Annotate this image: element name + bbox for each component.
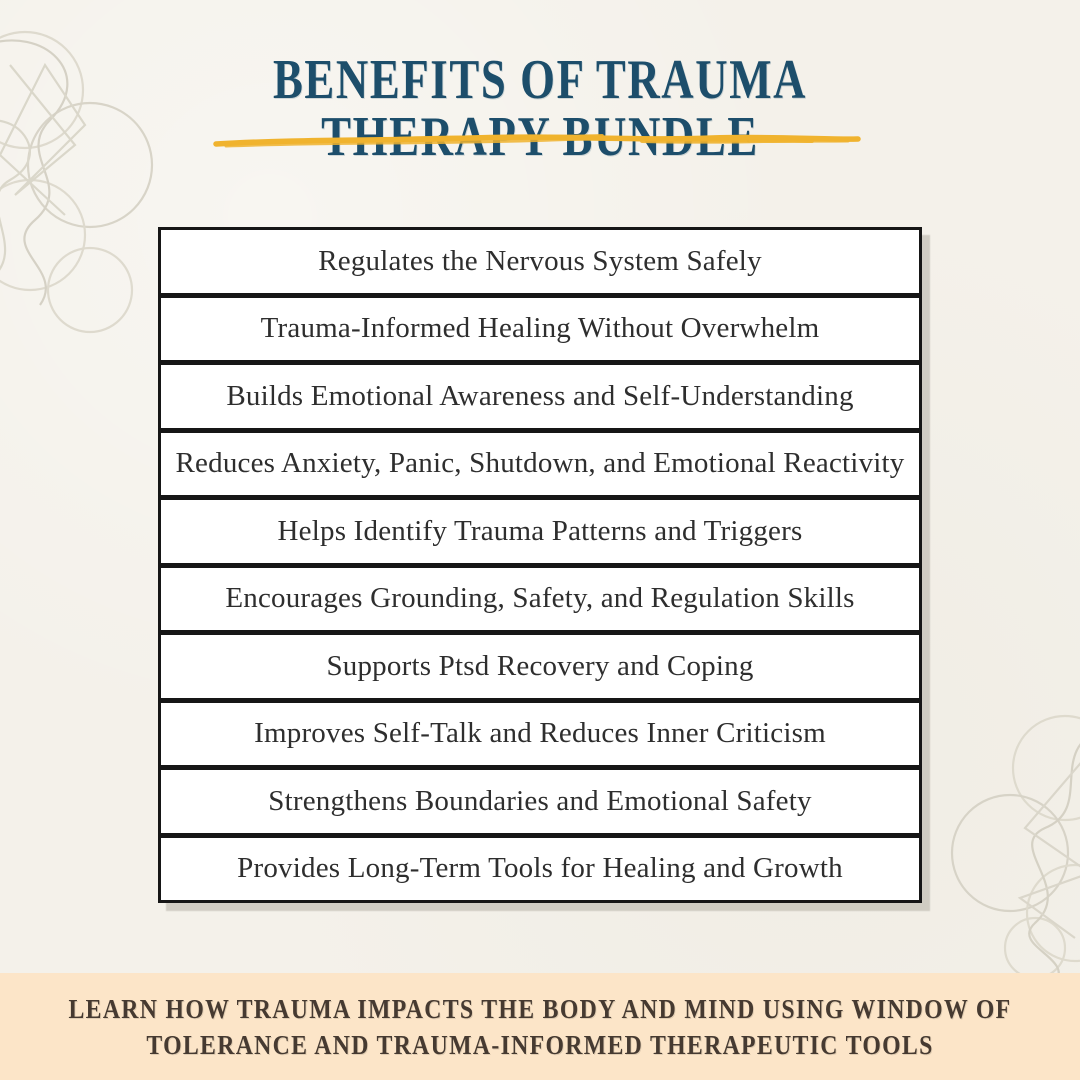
- table-row: Builds Emotional Awareness and Self-Unde…: [158, 362, 922, 431]
- table-row: Regulates the Nervous System Safely: [158, 227, 922, 296]
- page-title-line1: BENEFITS OF TRAUMA: [272, 49, 808, 111]
- table-row: Helps Identify Trauma Patterns and Trigg…: [158, 497, 922, 566]
- benefit-text: Helps Identify Trauma Patterns and Trigg…: [277, 514, 803, 547]
- table-row: Reduces Anxiety, Panic, Shutdown, and Em…: [158, 429, 922, 498]
- benefit-text: Regulates the Nervous System Safely: [318, 244, 762, 277]
- footer-tagline: LEARN HOW TRAUMA IMPACTS THE BODY AND MI…: [68, 993, 1012, 1060]
- benefit-text: Reduces Anxiety, Panic, Shutdown, and Em…: [175, 447, 905, 480]
- table-row: Trauma-Informed Healing Without Overwhel…: [158, 294, 922, 363]
- benefit-text: Strengthens Boundaries and Emotional Saf…: [268, 784, 812, 817]
- table-row: Strengthens Boundaries and Emotional Saf…: [158, 767, 922, 836]
- benefits-list: Regulates the Nervous System Safely Trau…: [158, 227, 922, 903]
- table-row: Improves Self-Talk and Reduces Inner Cri…: [158, 699, 922, 768]
- benefit-text: Builds Emotional Awareness and Self-Unde…: [226, 379, 854, 412]
- title-underline-brush-icon: [213, 134, 861, 148]
- benefit-text: Trauma-Informed Healing Without Overwhel…: [260, 312, 820, 345]
- benefit-text: Supports Ptsd Recovery and Coping: [326, 649, 754, 682]
- scribble-swirl-icon: [950, 714, 1080, 984]
- benefit-text: Encourages Grounding, Safety, and Regula…: [225, 582, 855, 615]
- table-row: Supports Ptsd Recovery and Coping: [158, 632, 922, 701]
- benefit-text: Provides Long-Term Tools for Healing and…: [237, 852, 843, 885]
- table-row: Encourages Grounding, Safety, and Regula…: [158, 564, 922, 633]
- table-row: Provides Long-Term Tools for Healing and…: [158, 834, 922, 903]
- footer-banner: LEARN HOW TRAUMA IMPACTS THE BODY AND MI…: [0, 973, 1080, 1080]
- benefit-text: Improves Self-Talk and Reduces Inner Cri…: [254, 717, 826, 750]
